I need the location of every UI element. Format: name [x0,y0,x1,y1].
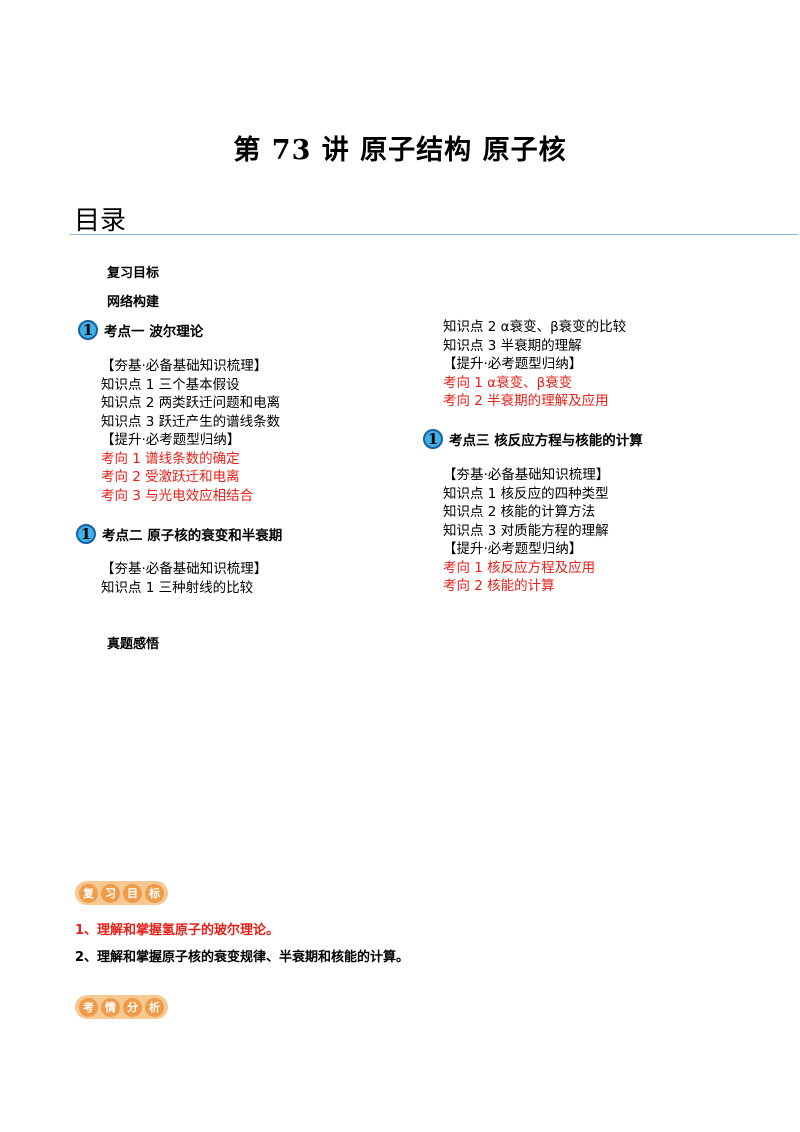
toc-line[interactable]: 【提升·必考题型归纳】 [443,541,583,557]
number-badge-icon: 1 [76,524,96,544]
toc-line[interactable]: 【夯基·必备基础知识梳理】 [443,467,610,483]
toc-line[interactable]: 知识点 1 三种射线的比较 [101,579,254,596]
tag-char: 析 [145,997,164,1017]
toc-line[interactable]: 【提升·必考题型归纳】 [101,432,241,448]
toc-section-bohr[interactable]: 1 考点一 波尔理论 [78,320,203,340]
toc-line[interactable]: 【夯基·必备基础知识梳理】 [101,561,268,577]
section3-lines: 【夯基·必备基础知识梳理】 知识点 1 核反应的四种类型 知识点 2 核能的计算… [443,466,609,596]
toc-line[interactable]: 考向 2 核能的计算 [443,578,555,594]
toc-line[interactable]: 知识点 3 半衰期的理解 [443,337,582,354]
toc-line[interactable]: 知识点 2 两类跃迁问题和电离 [101,395,281,411]
toc-line[interactable]: 知识点 2 α衰变、β衰变的比较 [443,319,627,335]
tag-char: 复 [79,883,98,903]
toc-line[interactable]: 考向 2 半衰期的理解及应用 [443,393,609,409]
toc-line[interactable]: 考向 3 与光电效应相结合 [101,487,254,504]
review-goals-tag: 复 习 目 标 [75,881,168,905]
tag-char: 目 [123,883,142,903]
toc-line[interactable]: 【夯基·必备基础知识梳理】 [101,358,268,374]
tag-char: 分 [123,997,142,1017]
toc-line[interactable]: 考向 1 谱线条数的确定 [101,450,240,467]
number-badge-icon: 1 [78,320,98,340]
toc-divider [70,234,798,235]
analysis-tag: 考 情 分 析 [75,995,168,1019]
toc-line[interactable]: 知识点 2 核能的计算方法 [443,504,596,520]
section-label: 考点二 原子核的衰变和半衰期 [102,528,283,544]
section-label: 考点三 核反应方程与核能的计算 [449,433,643,449]
section-label: 考点一 波尔理论 [104,324,204,340]
section1-lines: 【夯基·必备基础知识梳理】 知识点 1 三个基本假设 知识点 2 两类跃迁问题和… [101,357,280,505]
toc-line[interactable]: 【提升·必考题型归纳】 [443,356,583,372]
toc-heading: 目录 [74,206,127,236]
number-badge-icon: 1 [423,429,443,449]
section2-lines: 【夯基·必备基础知识梳理】 知识点 1 三种射线的比较 [101,560,267,597]
toc-section-nuclear-reaction[interactable]: 1 考点三 核反应方程与核能的计算 [423,429,643,449]
objective-1: 1、理解和掌握氢原子的玻尔理论。 [75,923,280,938]
tag-char: 标 [145,883,164,903]
toc-line[interactable]: 考向 1 核反应方程及应用 [443,559,596,576]
toc-line[interactable]: 考向 1 α衰变、β衰变 [443,374,573,391]
toc-section-decay[interactable]: 1 考点二 原子核的衰变和半衰期 [76,524,282,544]
toc-line[interactable]: 考向 2 受激跃迁和电离 [101,469,240,485]
toc-item-network[interactable]: 网络构建 [107,295,160,310]
toc-item-real-questions[interactable]: 真题感悟 [107,637,160,652]
toc-line[interactable]: 知识点 3 跃迁产生的谱线条数 [101,413,281,430]
toc-line[interactable]: 知识点 1 核反应的四种类型 [443,485,609,502]
page-title: 第 73 讲 原子结构 原子核 [233,135,567,166]
section2-continued-lines: 知识点 2 α衰变、β衰变的比较 知识点 3 半衰期的理解 【提升·必考题型归纳… [443,318,626,411]
tag-char: 习 [101,883,120,903]
objective-2: 2、理解和掌握原子核的衰变规律、半衰期和核能的计算。 [75,950,410,965]
toc-line[interactable]: 知识点 3 对质能方程的理解 [443,522,609,539]
toc-item-review-goals[interactable]: 复习目标 [107,266,160,281]
tag-char: 考 [79,997,98,1017]
tag-char: 情 [101,997,120,1017]
toc-line[interactable]: 知识点 1 三个基本假设 [101,376,240,393]
